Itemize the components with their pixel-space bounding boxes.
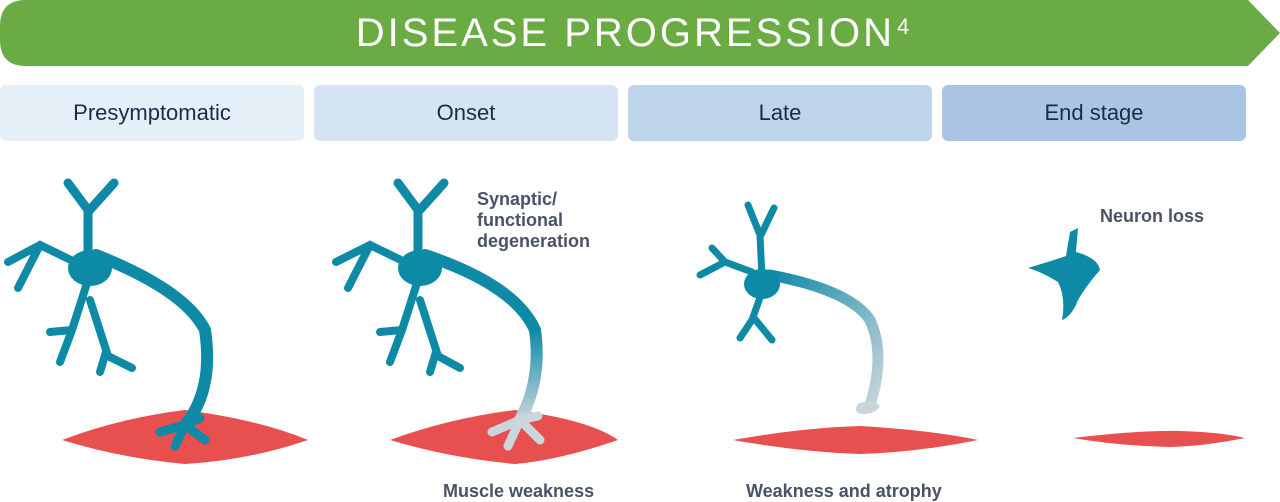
- neuron-presymptomatic: [4, 178, 308, 464]
- weakness-atrophy-label: Weakness and atrophy: [746, 481, 942, 501]
- neuron-late: [696, 201, 978, 454]
- muscle-presymptomatic: [62, 410, 308, 464]
- muscle-late: [733, 426, 978, 454]
- stage-late: Late: [628, 85, 932, 141]
- muscle-onset: [390, 410, 618, 464]
- synaptic-label-line3: degeneration: [477, 231, 591, 251]
- neuron-onset: [332, 178, 618, 464]
- synaptic-label-line2: functional: [477, 210, 563, 230]
- neuron-end: [1028, 228, 1245, 447]
- neuron-loss-label: Neuron loss: [1100, 206, 1205, 226]
- banner-arrow-shape: [0, 0, 1280, 66]
- muscle-weakness-label: Muscle weakness: [443, 481, 595, 501]
- banner-title-text: DISEASE PROGRESSION: [355, 10, 896, 55]
- muscle-end: [1073, 430, 1245, 447]
- stage-onset: Onset: [314, 85, 618, 141]
- stage-presymptomatic: Presymptomatic: [0, 85, 304, 141]
- stage-headers: Presymptomatic Onset Late End stage: [0, 85, 1280, 141]
- banner-superscript: 4: [897, 14, 910, 39]
- synaptic-degeneration-label: Synaptic/ functional degeneration: [477, 189, 590, 252]
- synaptic-label-line1: Synaptic/: [477, 189, 558, 209]
- stage-end: End stage: [942, 85, 1246, 141]
